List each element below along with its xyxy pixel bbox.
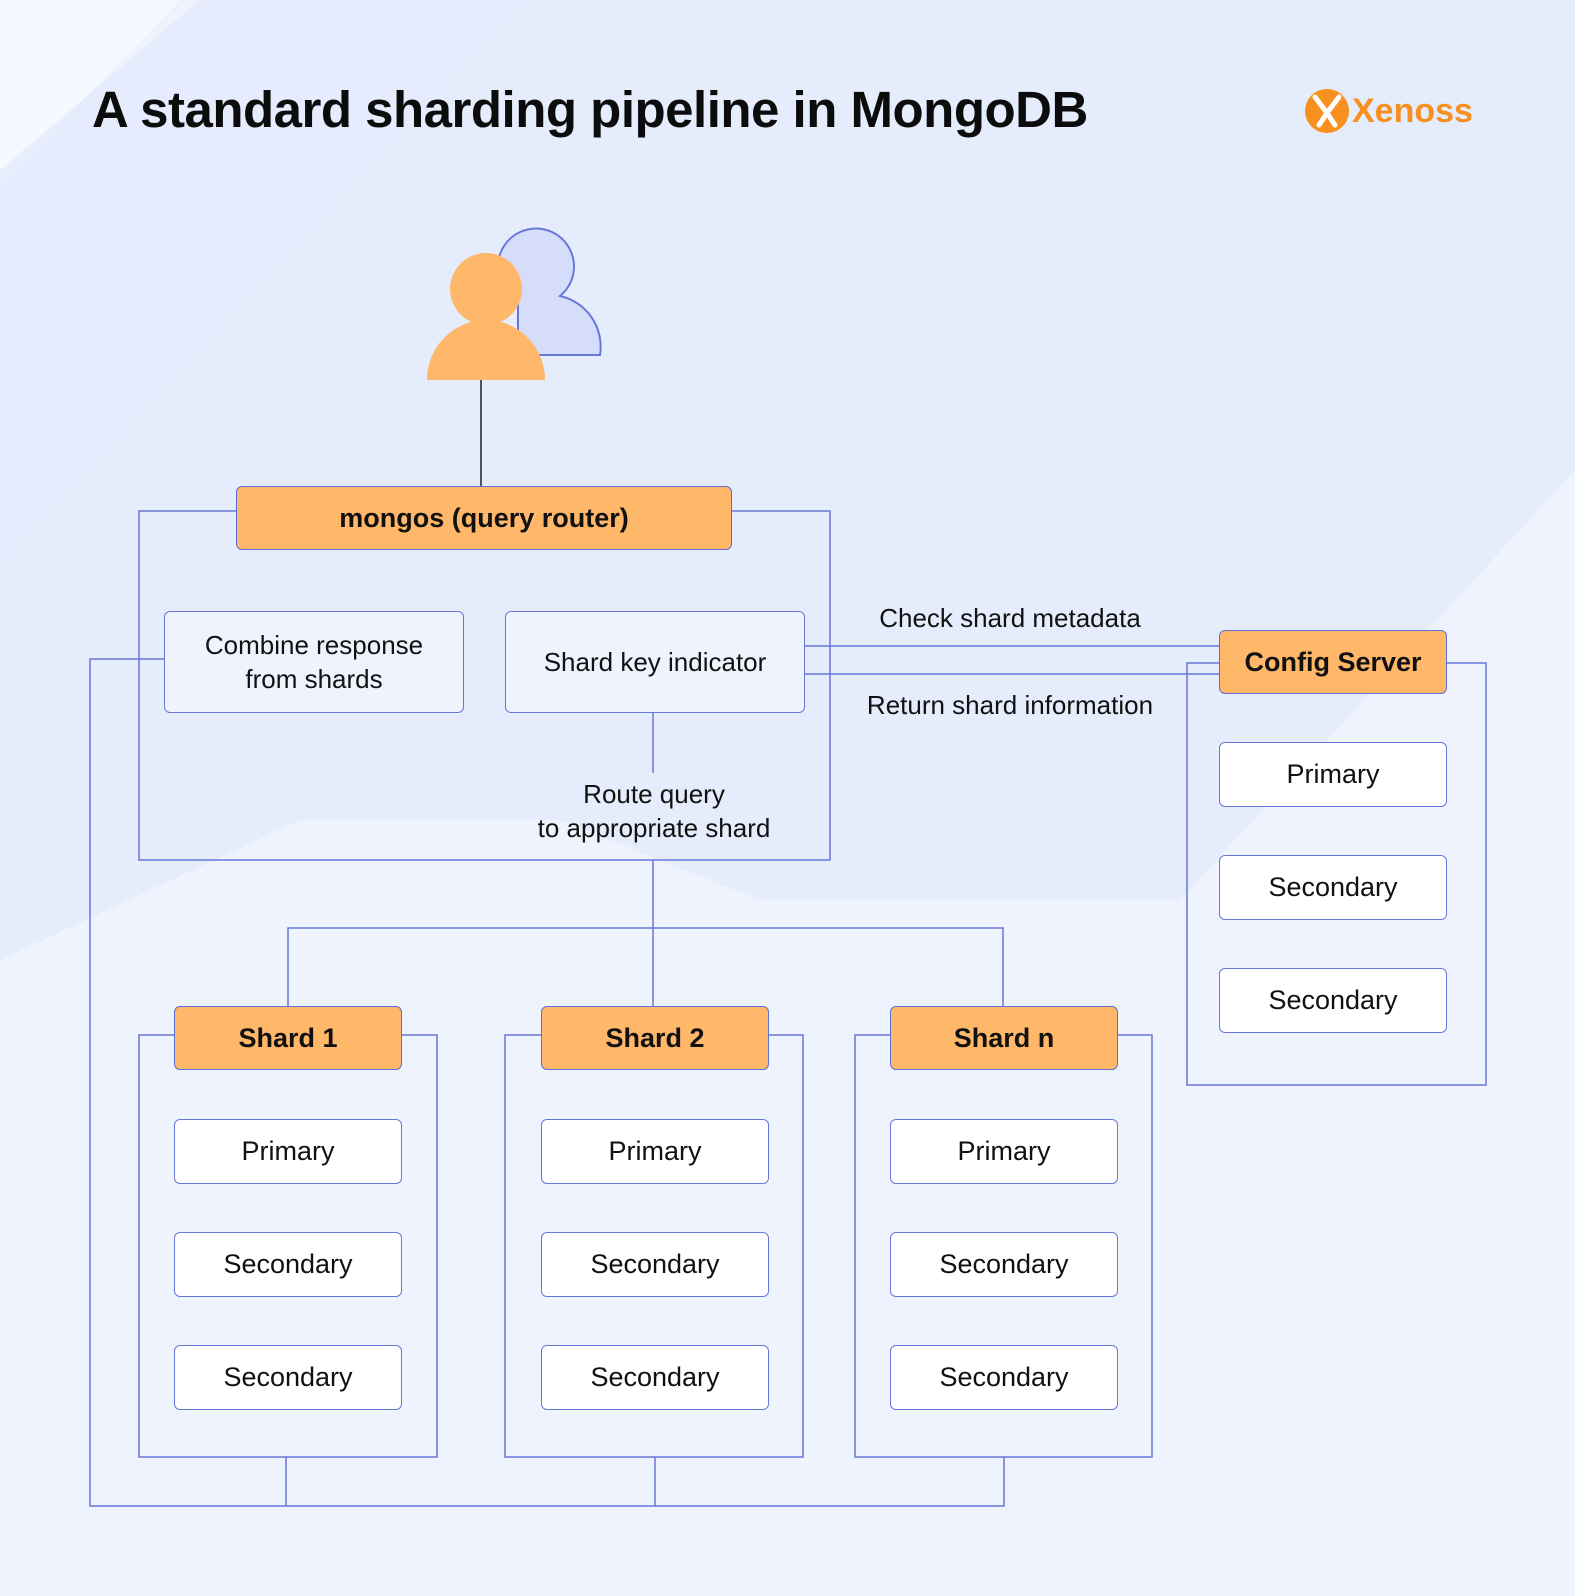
bg-stripe	[0, 0, 520, 560]
response-loop-line	[89, 658, 287, 1507]
shard-2-node: Shard 2	[541, 1006, 769, 1070]
bg-band	[0, 0, 1575, 960]
config-member-primary: Primary	[1219, 742, 1447, 807]
return-info-label: Return shard information	[866, 690, 1154, 720]
xenoss-logo: Xenoss	[1304, 88, 1473, 134]
shard-n-secondary: Secondary	[890, 1345, 1118, 1410]
shard-1-primary: Primary	[174, 1119, 402, 1184]
shard-2-secondary: Secondary	[541, 1345, 769, 1410]
route-branch-line	[287, 927, 1004, 1006]
shard-n-primary: Primary	[890, 1119, 1118, 1184]
shard-1-node: Shard 1	[174, 1006, 402, 1070]
shard-2-primary: Primary	[541, 1119, 769, 1184]
shard2-container	[504, 1034, 804, 1458]
router-container	[138, 510, 831, 861]
shard-1-secondary: Secondary	[174, 1345, 402, 1410]
config-container	[1186, 662, 1487, 1086]
shard-key-node: Shard key indicator	[505, 611, 805, 713]
check-metadata-label: Check shard metadata	[879, 603, 1141, 633]
shard1-container	[138, 1034, 438, 1458]
logo-text: Xenoss	[1352, 91, 1473, 130]
config-server-node: Config Server	[1219, 630, 1447, 694]
page-title: A standard sharding pipeline in MongoDB	[92, 81, 1088, 138]
route-line-2: to appropriate shard	[537, 813, 771, 843]
route-query-label: Route query to appropriate shard	[504, 777, 804, 845]
users-icon	[427, 227, 602, 380]
shard-n-secondary: Secondary	[890, 1232, 1118, 1297]
shard-n-node: Shard n	[890, 1006, 1118, 1070]
combine-response-node: Combine response from shards	[164, 611, 464, 713]
config-member-secondary: Secondary	[1219, 855, 1447, 920]
mongos-router-node: mongos (query router)	[236, 486, 732, 550]
combine-line-2: from shards	[245, 664, 383, 694]
route-line-1: Route query	[583, 779, 725, 809]
shard-1-secondary: Secondary	[174, 1232, 402, 1297]
combine-line-1: Combine response	[204, 630, 424, 660]
xenoss-logo-icon	[1305, 89, 1349, 133]
shard-2-secondary: Secondary	[541, 1232, 769, 1297]
shardn-return-line	[286, 1457, 1005, 1507]
config-member-secondary: Secondary	[1219, 968, 1447, 1033]
